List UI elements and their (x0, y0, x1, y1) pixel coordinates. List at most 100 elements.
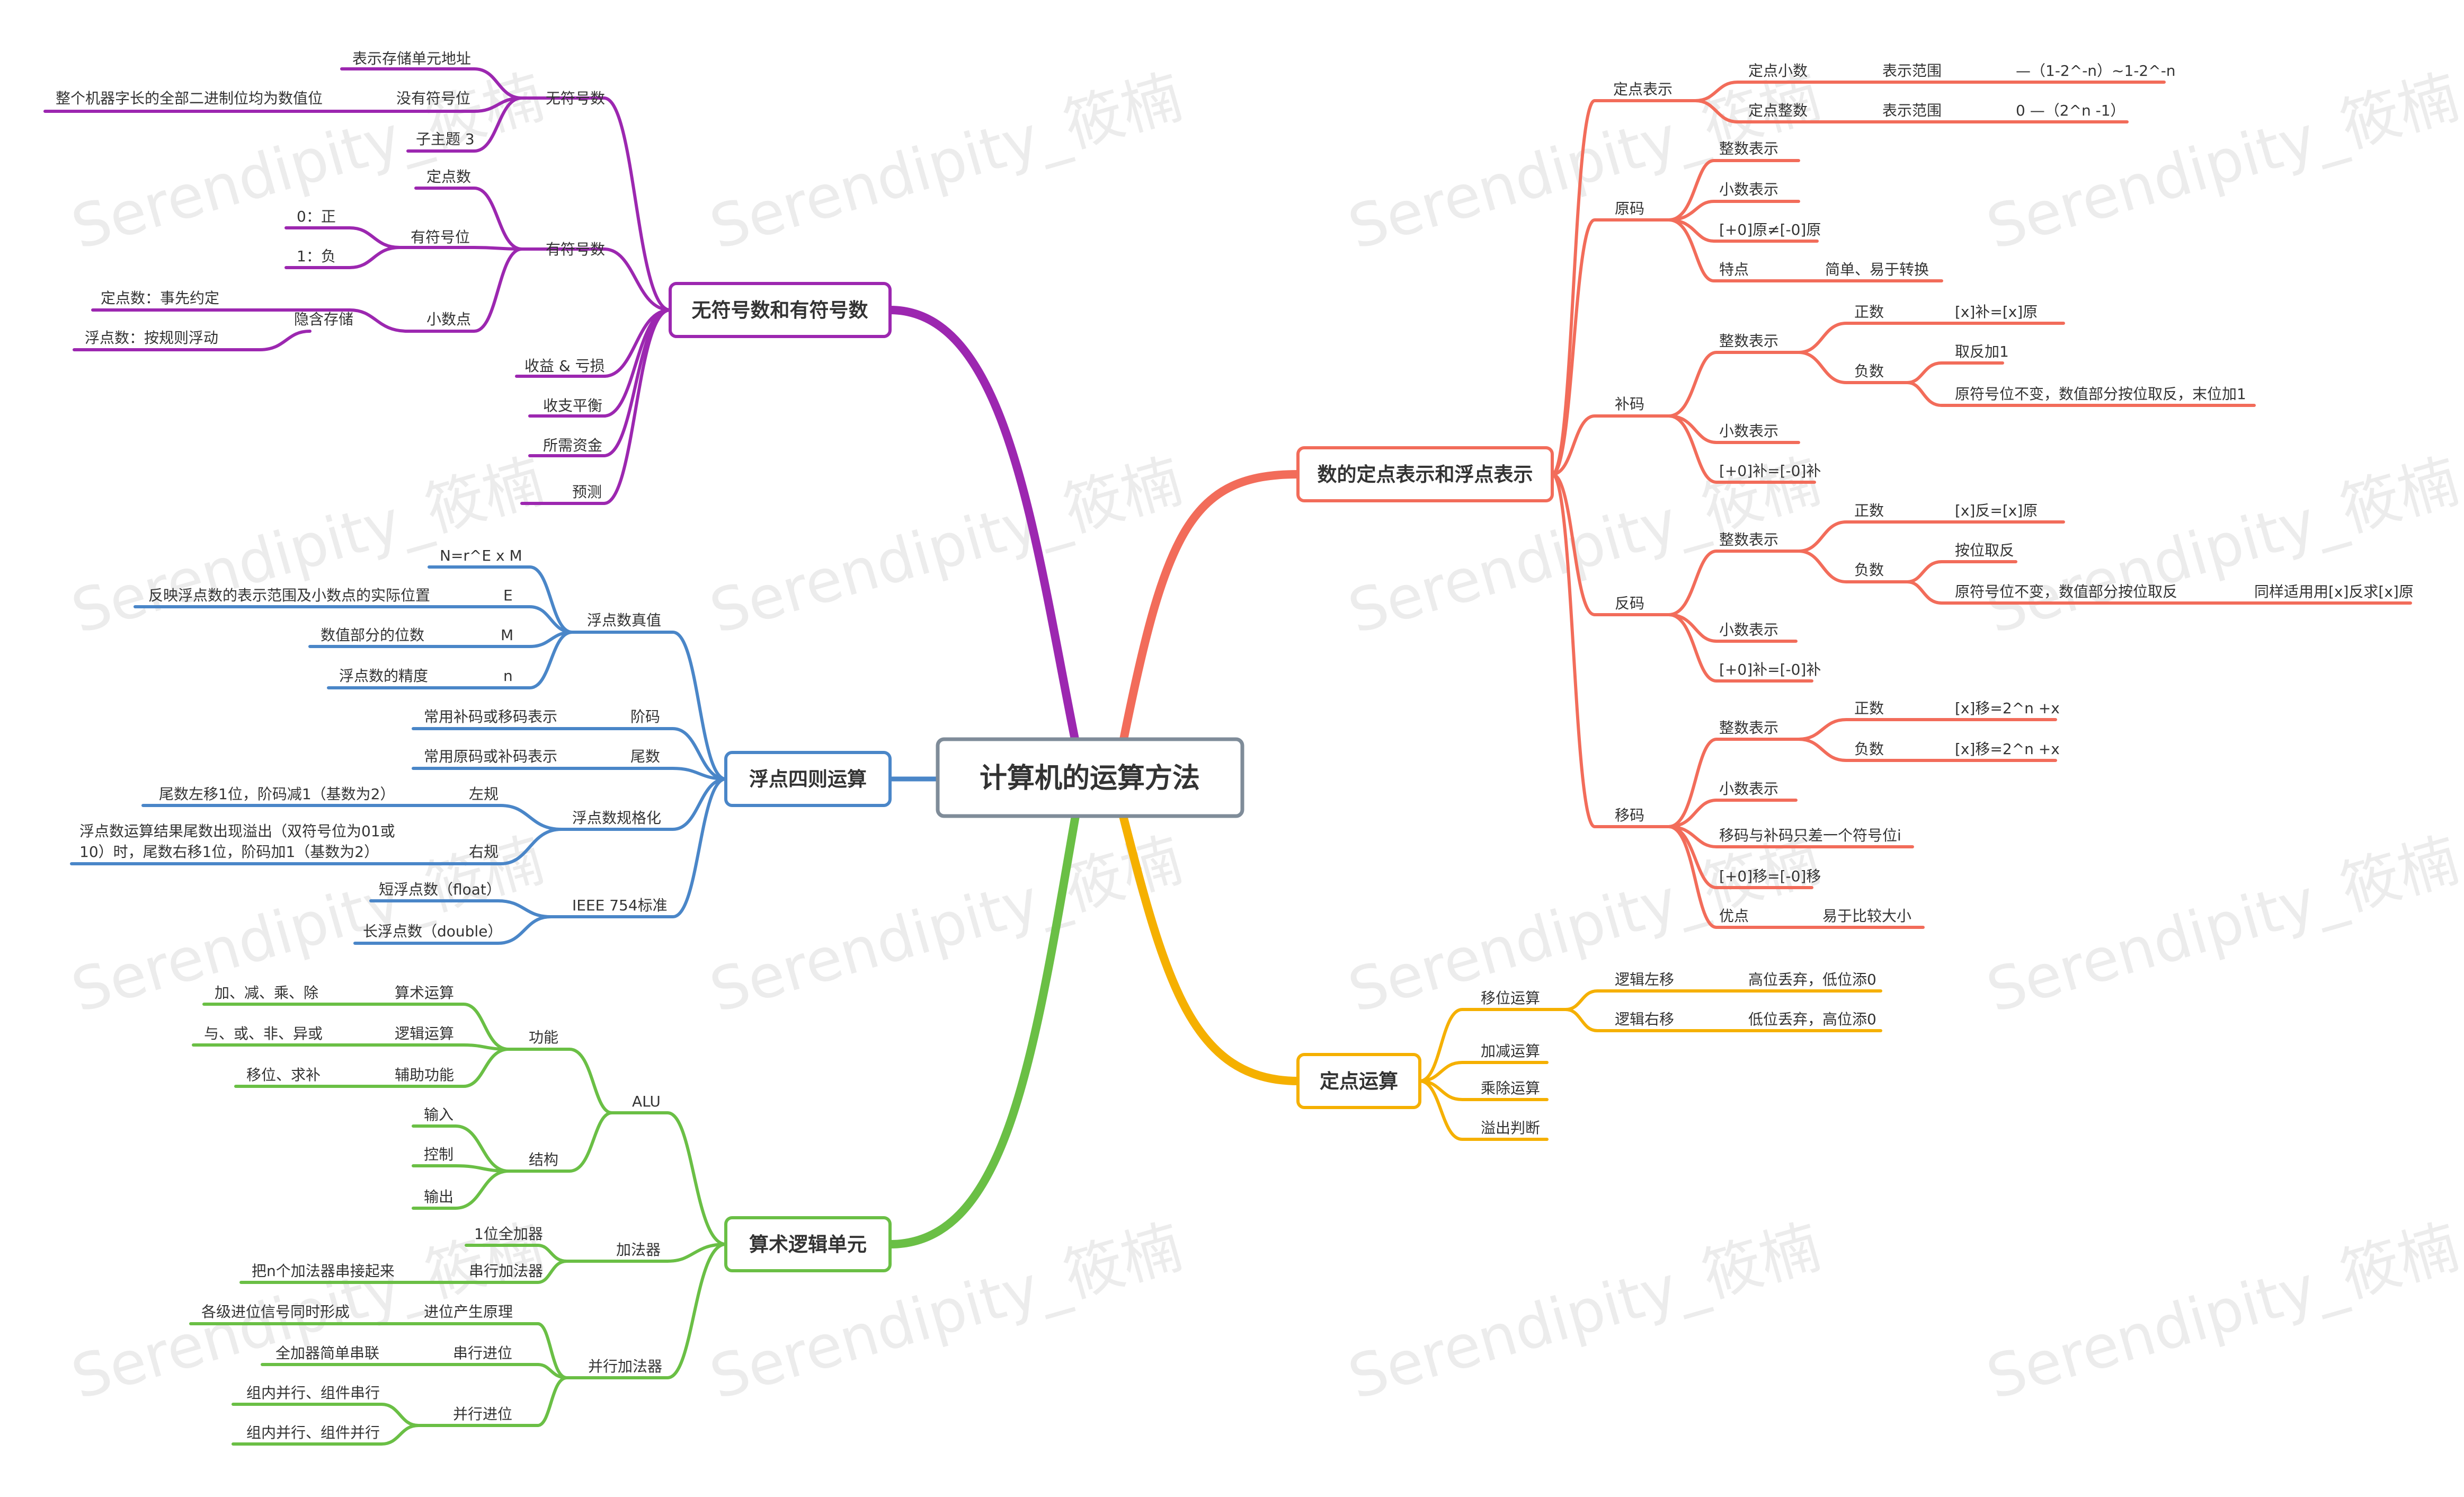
node-biased-diff[interactable]: 移码与补码只差一个符号位i (1719, 827, 1901, 844)
node-twos-frac[interactable]: 小数表示 (1719, 422, 1778, 440)
node-break-even[interactable]: 收支平衡 (543, 397, 602, 414)
node-signed-implicit[interactable]: 隐含存储 (294, 311, 353, 328)
node-biased-neg-desc[interactable]: [x]移=2^n +x (1955, 740, 2060, 758)
node-unsigned[interactable]: 无符号数 (546, 90, 605, 107)
node-alu-parallel-carry[interactable]: 并行进位 (453, 1405, 512, 1423)
branch-node-alu[interactable] (724, 1216, 892, 1272)
node-twos-int[interactable]: 整数表示 (1719, 332, 1778, 350)
node-overflow[interactable]: 溢出判断 (1481, 1119, 1540, 1137)
node-ones-neg-2[interactable]: 原符号位不变，数值部分按位取反 (1955, 583, 2177, 600)
node-alu-serial[interactable]: 串行加法器 (469, 1262, 543, 1280)
node-float-left[interactable]: 左规 (469, 785, 499, 803)
node-alu-adder[interactable]: 加法器 (616, 1241, 661, 1259)
node-alu-control[interactable]: 控制 (424, 1146, 453, 1163)
node-shift[interactable]: 移位运算 (1481, 989, 1540, 1007)
node-float-mant-desc[interactable]: 常用原码或补码表示 (424, 748, 557, 765)
node-alu-logic[interactable]: 逻辑运算 (395, 1025, 454, 1042)
node-alu-full[interactable]: 1位全加器 (474, 1225, 543, 1243)
node-ones-neg-note[interactable]: 同样适用用[x]反求[x]原 (2254, 583, 2414, 600)
node-ones-int[interactable]: 整数表示 (1719, 531, 1778, 548)
node-float-M[interactable]: M (501, 626, 513, 644)
node-unsigned-nosign[interactable]: 没有符号位 (396, 90, 470, 107)
node-alu[interactable]: ALU (632, 1093, 661, 1110)
node-float-n-desc[interactable]: 浮点数的精度 (339, 667, 428, 685)
node-alu-arith-desc[interactable]: 加、减、乘、除 (215, 984, 318, 1002)
node-float-E[interactable]: E (503, 587, 513, 604)
node-alu-struct[interactable]: 结构 (529, 1151, 558, 1168)
node-ones-zero[interactable]: [+0]补=[-0]补 (1719, 661, 1821, 678)
node-twos-neg-2[interactable]: 原符号位不变，数值部分按位取反，末位加1 (1955, 385, 2246, 403)
node-alu-carry-principle-desc[interactable]: 各级进位信号同时形成 (201, 1303, 350, 1321)
node-alu-aux[interactable]: 辅助功能 (395, 1066, 454, 1084)
node-signmag-feature[interactable]: 特点 (1719, 261, 1749, 278)
node-unsigned-all[interactable]: 整个机器字长的全部二进制位均为数值位 (56, 90, 323, 107)
node-alu-func[interactable]: 功能 (529, 1029, 558, 1046)
node-fixed[interactable]: 定点表示 (1613, 81, 1673, 98)
node-signed-float-rule[interactable]: 浮点数：按规则浮动 (85, 329, 218, 347)
node-signmag-int[interactable]: 整数表示 (1719, 140, 1778, 157)
node-float-right[interactable]: 右规 (469, 843, 499, 861)
node-float-E-desc[interactable]: 反映浮点数的表示范围及小数点的实际位置 (148, 587, 430, 604)
node-float-formula[interactable]: N=r^E x M (440, 547, 522, 564)
node-alu-input[interactable]: 输入 (424, 1106, 453, 1123)
node-signednum[interactable]: 有符号数 (546, 241, 605, 258)
node-fixed-frac-range[interactable]: —（1-2^-n）~1-2^-n (2016, 62, 2176, 79)
node-biased[interactable]: 移码 (1615, 807, 1644, 824)
node-signmag-feature-desc[interactable]: 简单、易于转换 (1825, 261, 1929, 278)
node-alu-pc2[interactable]: 组内并行、组件并行 (246, 1424, 380, 1441)
node-fixed-frac[interactable]: 定点小数 (1748, 62, 1808, 79)
node-biased-frac[interactable]: 小数表示 (1719, 780, 1778, 798)
node-fixed-int-range[interactable]: 0 —（2^n -1） (2016, 102, 2125, 119)
node-alu-parallel[interactable]: 并行加法器 (588, 1358, 662, 1375)
node-signed-point[interactable]: 小数点 (426, 311, 471, 328)
node-float-ieee[interactable]: IEEE 754标准 (572, 897, 668, 914)
node-unsigned-addr[interactable]: 表示存储单元地址 (352, 50, 471, 67)
node-addsub[interactable]: 加减运算 (1481, 1042, 1540, 1060)
node-alu-aux-desc[interactable]: 移位、求补 (246, 1066, 321, 1084)
node-float-truth[interactable]: 浮点数真值 (587, 612, 661, 629)
node-ones-neg[interactable]: 负数 (1854, 561, 1884, 579)
branch-node-float[interactable] (724, 751, 892, 807)
node-twos-pos[interactable]: 正数 (1854, 303, 1884, 321)
node-alu-serial-carry[interactable]: 串行进位 (453, 1344, 512, 1362)
node-profit-loss[interactable]: 收益 & 亏损 (524, 357, 605, 375)
node-rshift[interactable]: 逻辑右移 (1615, 1011, 1674, 1028)
node-alu-arith[interactable]: 算术运算 (395, 984, 454, 1002)
node-float-long[interactable]: 长浮点数（double） (363, 923, 502, 940)
node-alu-serial-desc[interactable]: 把n个加法器串接起来 (252, 1262, 395, 1280)
node-unsigned-sub3[interactable]: 子主题 3 (416, 130, 475, 148)
node-alu-output[interactable]: 输出 (424, 1188, 453, 1206)
node-signmag-frac[interactable]: 小数表示 (1719, 181, 1778, 198)
node-signed-fixed[interactable]: 定点数 (426, 168, 471, 185)
node-signed-signbit[interactable]: 有符号位 (411, 228, 470, 246)
node-biased-pos[interactable]: 正数 (1854, 699, 1884, 717)
node-lshift[interactable]: 逻辑左移 (1615, 971, 1674, 988)
branch-node-fixed-repr[interactable] (1296, 446, 1554, 502)
node-signed-fixed-agreed[interactable]: 定点数：事先约定 (101, 289, 219, 307)
root-node[interactable] (936, 737, 1244, 818)
node-alu-logic-desc[interactable]: 与、或、非、异或 (204, 1025, 323, 1042)
node-twos-zero[interactable]: [+0]补=[-0]补 (1719, 462, 1821, 480)
node-fixed-int-range-lbl[interactable]: 表示范围 (1882, 102, 1942, 119)
node-signed-zero[interactable]: 0：正 (297, 208, 336, 225)
node-float-right-desc-1[interactable]: 浮点数运算结果尾数出现溢出（双符号位为01或 (79, 822, 395, 840)
node-funds[interactable]: 所需资金 (543, 437, 602, 454)
branch-node-fixed-ops[interactable] (1296, 1053, 1421, 1109)
node-float-left-desc[interactable]: 尾数左移1位，阶码减1（基数为2） (159, 785, 395, 803)
node-lshift-desc[interactable]: 高位丢弃，低位添0 (1748, 971, 1876, 988)
node-ones-frac[interactable]: 小数表示 (1719, 621, 1778, 639)
node-float-right-desc-2[interactable]: 10）时，尾数右移1位，阶码加1（基数为2） (79, 843, 379, 861)
node-biased-adv[interactable]: 优点 (1719, 907, 1749, 925)
node-alu-serial-carry-desc[interactable]: 全加器简单串联 (275, 1344, 379, 1362)
node-ones[interactable]: 反码 (1615, 595, 1644, 612)
node-biased-pos-desc[interactable]: [x]移=2^n +x (1955, 699, 2060, 717)
node-biased-neg[interactable]: 负数 (1854, 740, 1884, 758)
node-twos[interactable]: 补码 (1615, 395, 1644, 413)
node-ones-pos[interactable]: 正数 (1854, 502, 1884, 519)
node-biased-zero[interactable]: [+0]移=[-0]移 (1719, 867, 1821, 885)
node-signmag[interactable]: 原码 (1615, 200, 1644, 217)
node-float-n[interactable]: n (503, 667, 513, 685)
node-float-short[interactable]: 短浮点数（float） (379, 881, 501, 898)
node-float-exp-desc[interactable]: 常用补码或移码表示 (424, 708, 557, 725)
node-alu-pc1[interactable]: 组内并行、组件串行 (246, 1384, 380, 1402)
